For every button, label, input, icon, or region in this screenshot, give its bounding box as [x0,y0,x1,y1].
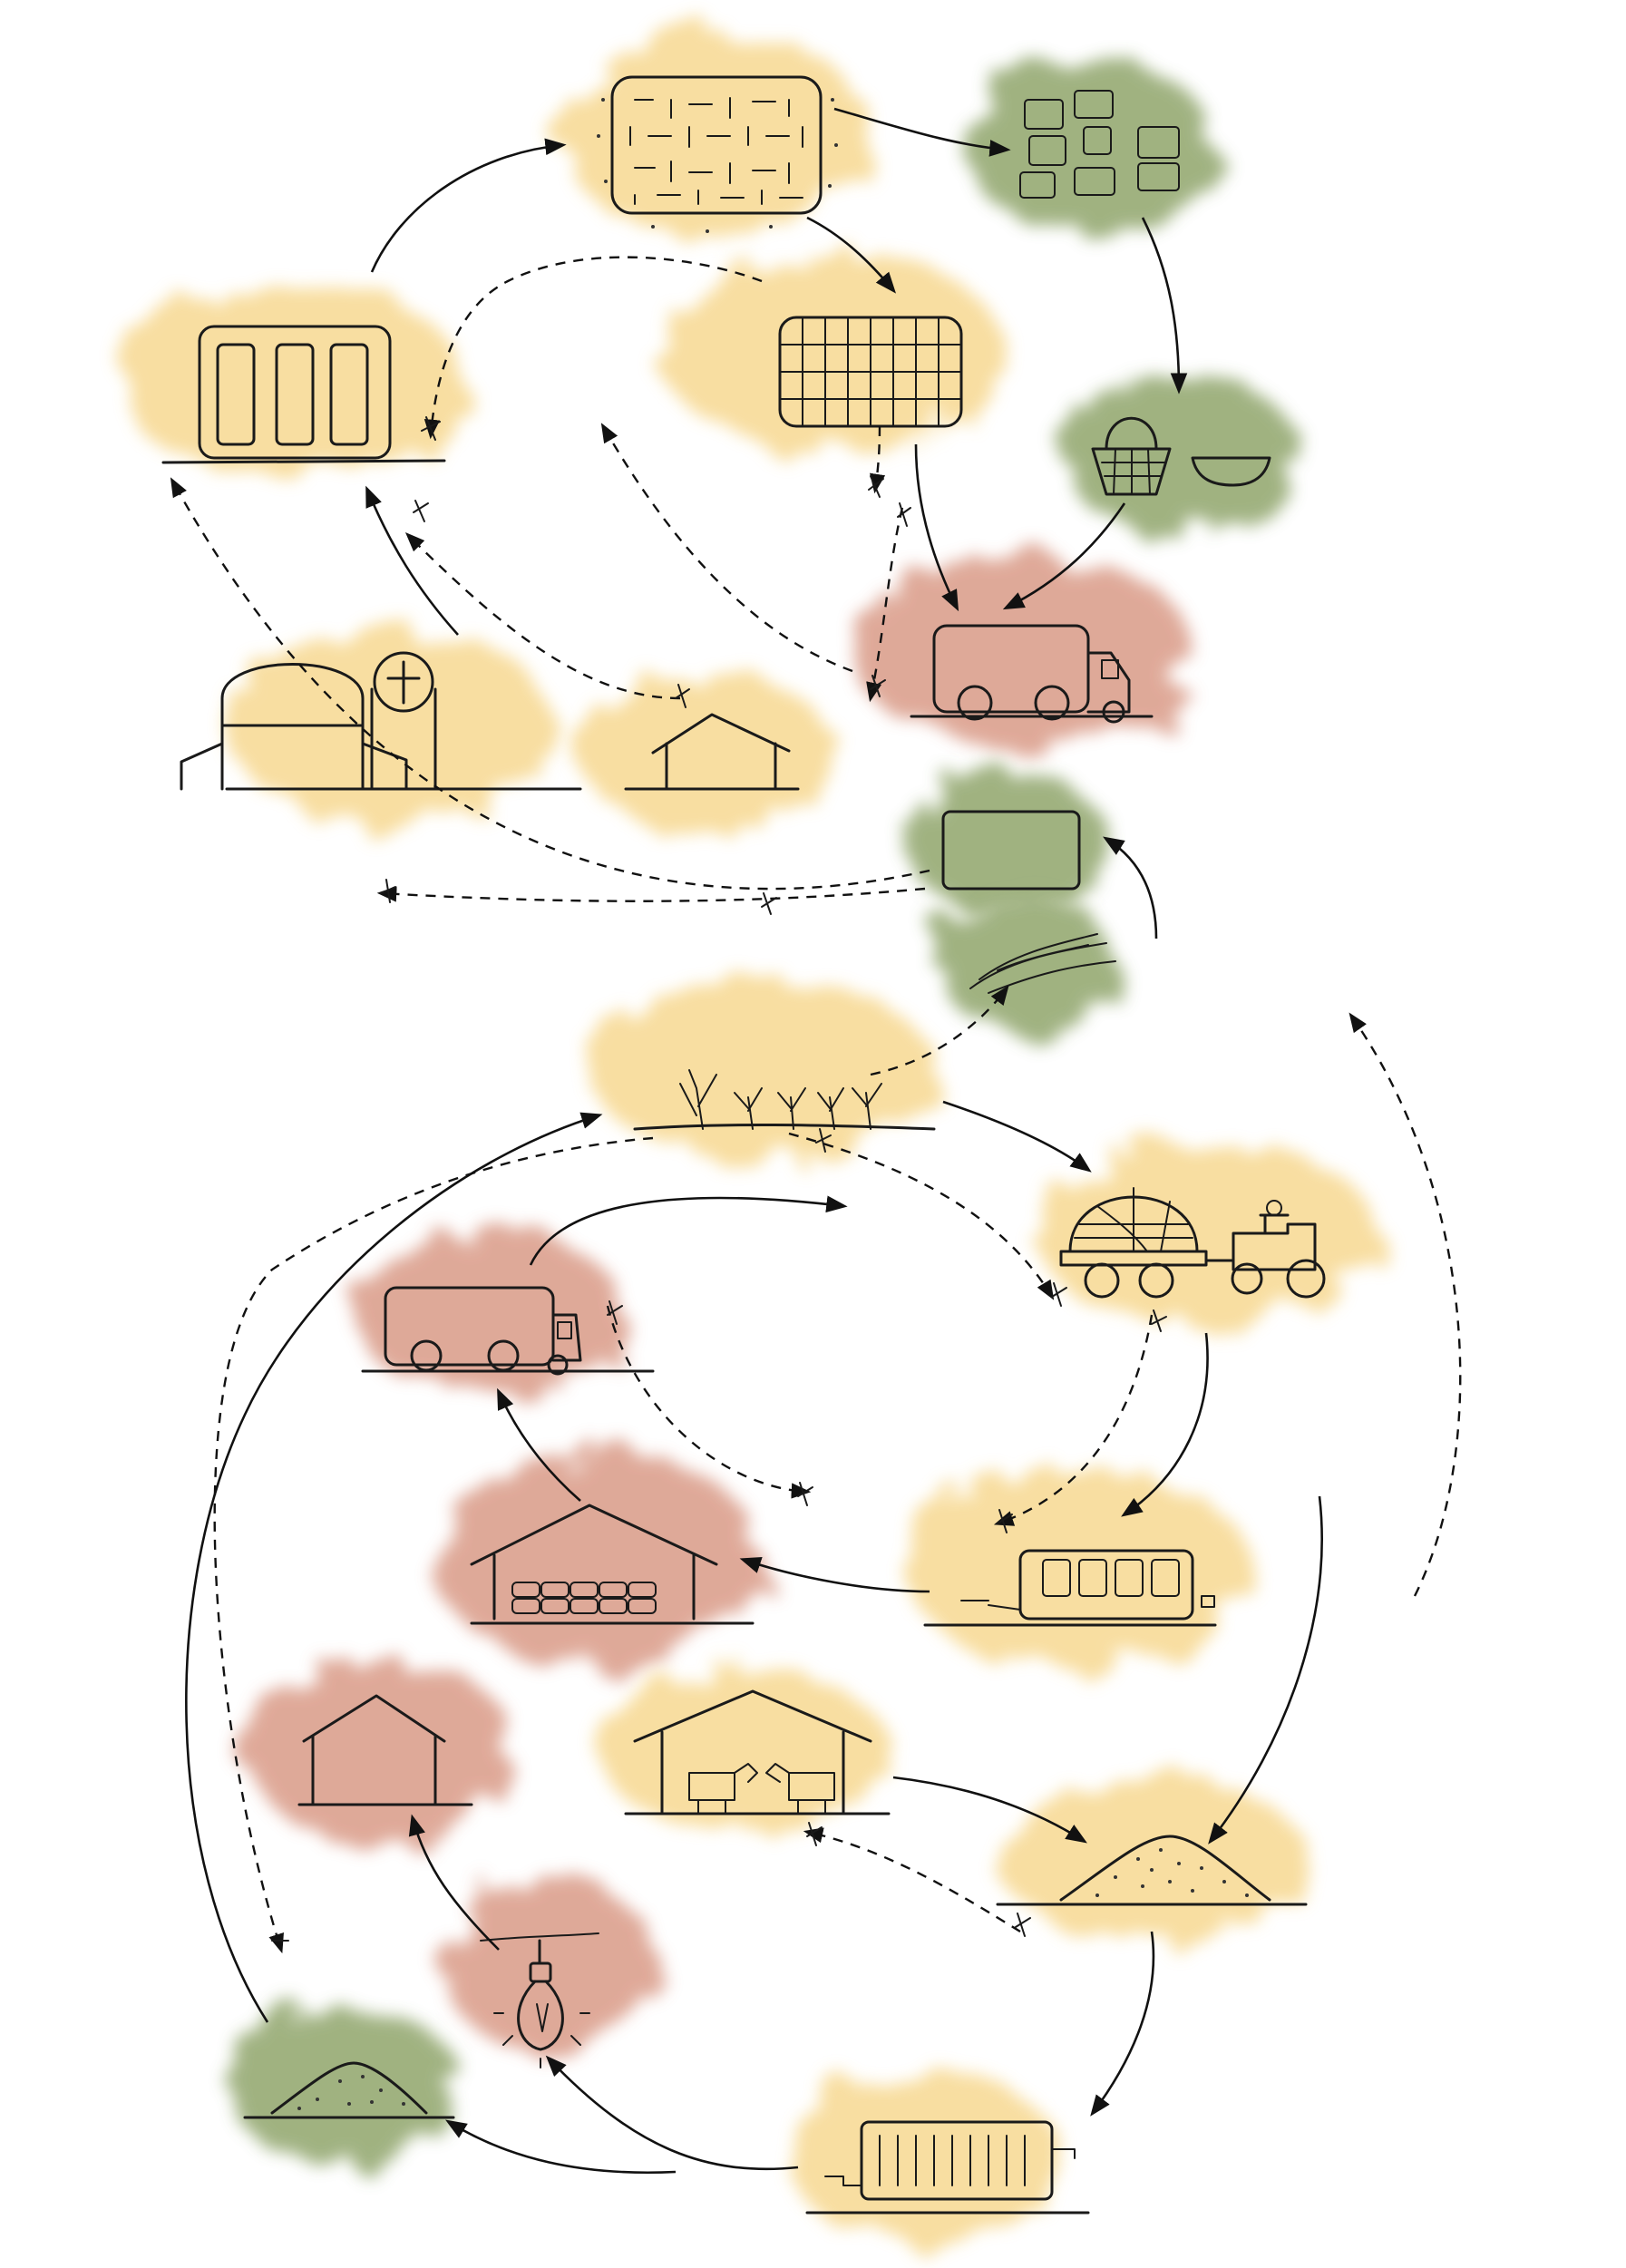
wash-house [580,671,834,834]
wash-lightbulb [444,1882,662,2054]
wash-tractor [1034,1143,1378,1324]
wash-panel-building [118,281,462,481]
wash-compost [998,1777,1306,1941]
wash-green-bale [907,771,1106,916]
wash-blocks [961,59,1215,231]
washes [118,32,1378,2244]
wash-field [589,979,934,1161]
wash-storage-shed [435,1451,762,1669]
wash-digester [789,2072,1061,2244]
wash-truck-top [852,558,1197,748]
wash-basket [1061,372,1297,535]
wash-barn [245,1660,517,1841]
wash-cattle-shed [599,1669,889,1832]
wash-green-heap [227,2009,462,2163]
